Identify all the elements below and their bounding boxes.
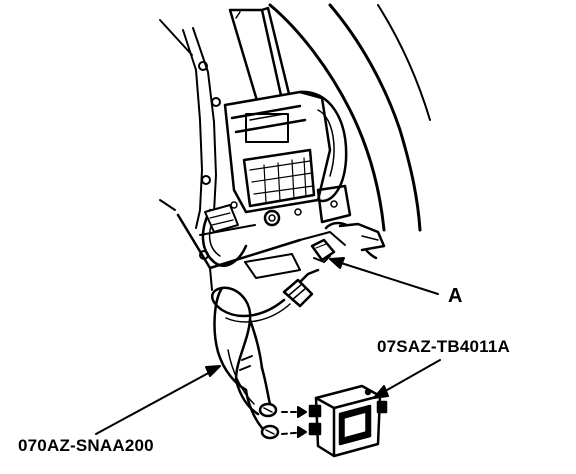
connection-arrows — [281, 406, 307, 438]
callout-tool-box-part-number: 07SAZ-TB4011A — [377, 337, 510, 356]
tool-box — [308, 384, 388, 458]
seat-belt-webbing — [228, 6, 292, 106]
pretensioner-connector — [310, 221, 386, 263]
tool-cable — [211, 268, 320, 440]
belt-retractor — [223, 90, 352, 227]
callout-connector-a: A — [448, 285, 463, 307]
callout-cable-part-number: 070AZ-SNAA200 — [18, 436, 154, 455]
leader-arrows — [95, 257, 441, 435]
vehicle-harness — [201, 204, 248, 267]
